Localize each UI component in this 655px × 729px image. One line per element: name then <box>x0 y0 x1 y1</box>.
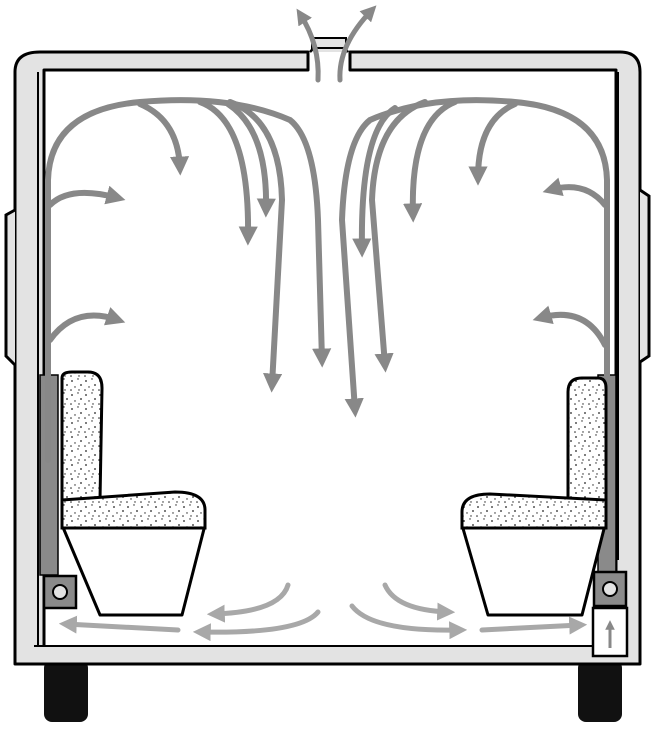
right-seat-back <box>566 376 608 502</box>
floor-intake <box>591 606 629 658</box>
right-ceiling-airflow <box>338 97 610 463</box>
right-side-panel <box>639 188 651 364</box>
left-seat-base <box>60 523 207 617</box>
left-seat <box>60 370 207 617</box>
left-seat-cushion <box>60 490 207 530</box>
left-wheel <box>44 660 88 722</box>
left-ceiling-airflow <box>45 97 332 463</box>
right-wheel <box>578 660 622 722</box>
right-seat <box>460 376 608 617</box>
vent-grille-icon <box>52 584 68 600</box>
roof-exhaust-arrows <box>296 5 377 83</box>
floor-airflow <box>58 582 588 642</box>
right-seat-base <box>460 523 607 617</box>
vent-grille-icon <box>602 581 618 597</box>
right-seat-cushion <box>460 492 608 530</box>
floor <box>34 646 620 656</box>
left-side-panel <box>4 208 17 367</box>
air-outlet-arrow-icon <box>296 8 321 83</box>
left-seat-back <box>60 370 104 502</box>
right-vent-box <box>592 570 628 608</box>
left-vent-box <box>42 574 78 610</box>
wheels <box>44 660 622 722</box>
